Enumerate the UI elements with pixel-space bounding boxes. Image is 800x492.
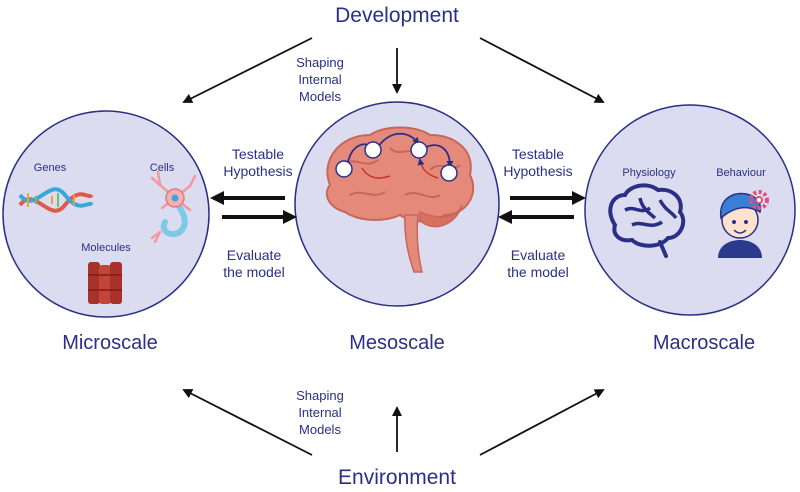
left-the-model: the model	[223, 264, 285, 280]
development-label: Development	[335, 4, 459, 27]
right-evaluate-model: Evaluate the model	[492, 247, 584, 281]
mesoscale-title: Mesoscale	[349, 332, 445, 354]
macroscale-circle	[584, 104, 796, 316]
shaping-bottom-line-1: Shaping	[296, 388, 344, 403]
left-evaluate: Evaluate	[226, 247, 282, 263]
molecules-label: Molecules	[81, 242, 131, 254]
arrow-development-to-micro	[182, 37, 313, 103]
right-evaluate: Evaluate	[510, 247, 566, 263]
molecule-icon	[88, 262, 122, 304]
left-hypothesis: Hypothesis	[223, 163, 293, 179]
shaping-top-line-1: Shaping	[296, 55, 344, 70]
right-arrow-pair	[498, 191, 586, 224]
left-testable: Testable	[231, 146, 285, 162]
neuron-cell-icon	[150, 170, 197, 244]
left-testable-hypothesis: Testable Hypothesis	[212, 146, 304, 180]
microscale-circle	[2, 110, 210, 318]
left-evaluate-model: Evaluate the model	[208, 247, 300, 281]
microscale-title: Microscale	[62, 332, 158, 354]
right-the-model: the model	[507, 264, 569, 280]
shaping-top-line-3: Models	[299, 89, 341, 104]
arrow-development-to-macro	[479, 37, 605, 103]
brain-icon	[325, 126, 475, 273]
arrow-environment-to-micro	[182, 389, 313, 456]
genes-label: Genes	[33, 162, 67, 174]
shaping-bottom-line-2: Internal	[298, 405, 342, 420]
shaping-models-top: Shaping Internal Models	[280, 54, 360, 105]
macroscale-title: Macroscale	[652, 332, 756, 354]
physiology-label: Physiology	[622, 167, 676, 179]
right-testable: Testable	[511, 146, 565, 162]
arrow-environment-to-macro	[479, 389, 605, 456]
physiology-brain-icon	[608, 183, 686, 258]
right-hypothesis: Hypothesis	[503, 163, 573, 179]
shaping-top-line-2: Internal	[298, 72, 342, 87]
shaping-bottom-line-3: Models	[299, 422, 341, 437]
behaviour-label: Behaviour	[716, 167, 766, 179]
right-testable-hypothesis: Testable Hypothesis	[492, 146, 584, 180]
environment-label: Environment	[338, 466, 456, 489]
left-arrow-pair	[210, 191, 297, 224]
cells-label: Cells	[149, 162, 175, 174]
dna-icon	[18, 187, 94, 213]
shaping-models-bottom: Shaping Internal Models	[280, 387, 360, 438]
behaviour-person-icon	[718, 190, 769, 258]
